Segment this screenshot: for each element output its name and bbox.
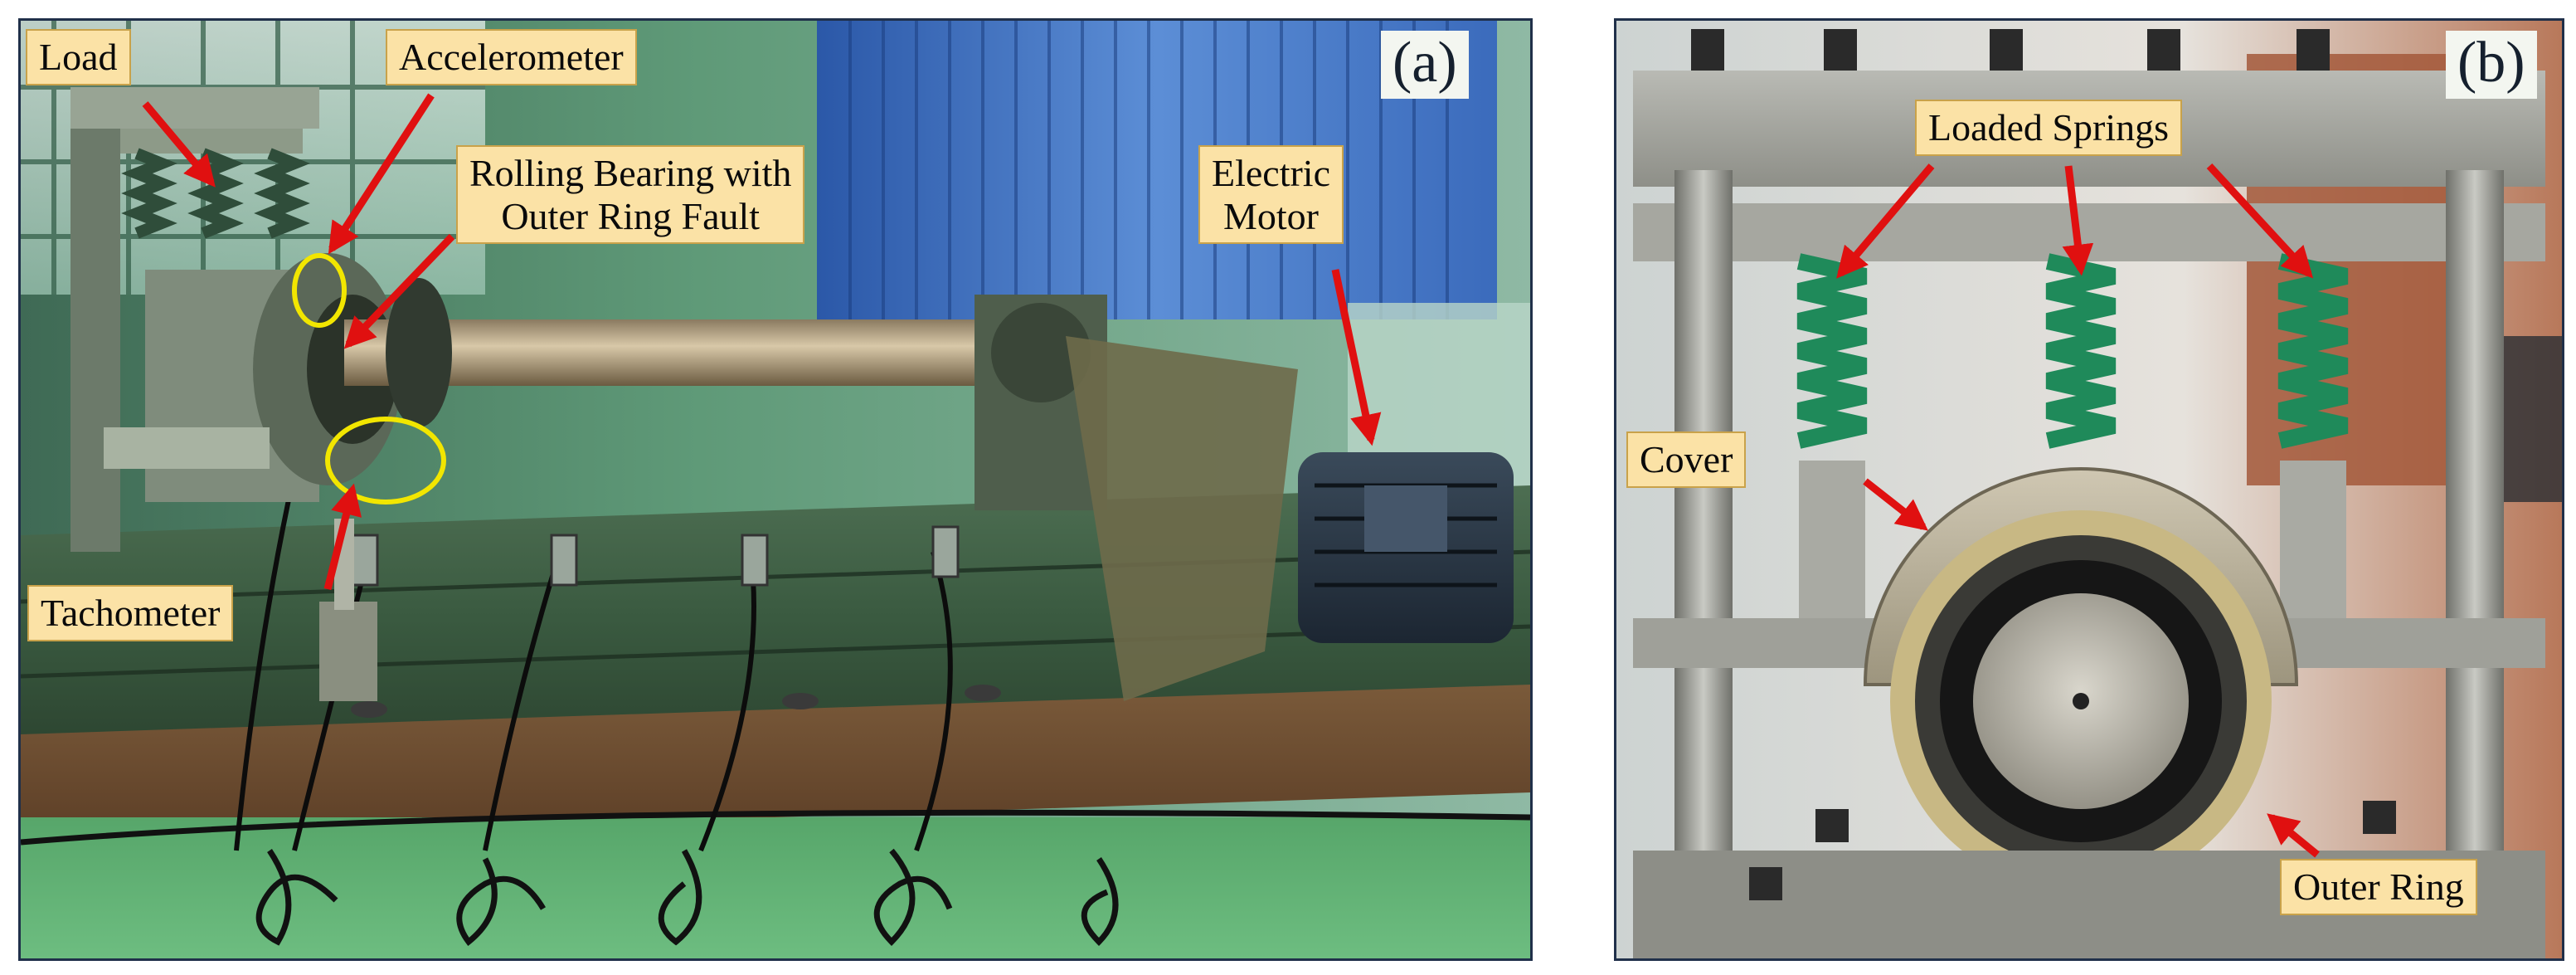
loaded-springs-label: Loaded Springs <box>1915 100 2183 156</box>
panel-b-photo: Loaded Springs Cover Outer Ring (b) <box>1614 18 2564 961</box>
tachometer-marker <box>325 417 446 505</box>
electric-motor-label: Electric Motor <box>1198 145 1344 245</box>
bearing-label-line-1: Rolling Bearing with <box>469 152 792 194</box>
accelerometer-marker <box>292 253 347 328</box>
bearing-label: Rolling Bearing with Outer Ring Fault <box>456 145 805 245</box>
accelerometer-label: Accelerometer <box>386 29 637 85</box>
panel-b-tag: (b) <box>2446 31 2537 99</box>
bearing-label-line-2: Outer Ring Fault <box>501 194 761 237</box>
test-rig-photo-b <box>1616 21 2562 958</box>
outer-ring-label: Outer Ring <box>2280 859 2477 915</box>
panel-a-tag: (a) <box>1381 31 1469 99</box>
tachometer-label: Tachometer <box>27 585 234 641</box>
motor-label-line-1: Electric <box>1212 152 1331 194</box>
cover-label: Cover <box>1626 431 1747 488</box>
motor-label-line-2: Motor <box>1223 194 1319 237</box>
load-label: Load <box>26 29 131 85</box>
panel-a-photo: Load Accelerometer Rolling Bearing with … <box>18 18 1533 961</box>
